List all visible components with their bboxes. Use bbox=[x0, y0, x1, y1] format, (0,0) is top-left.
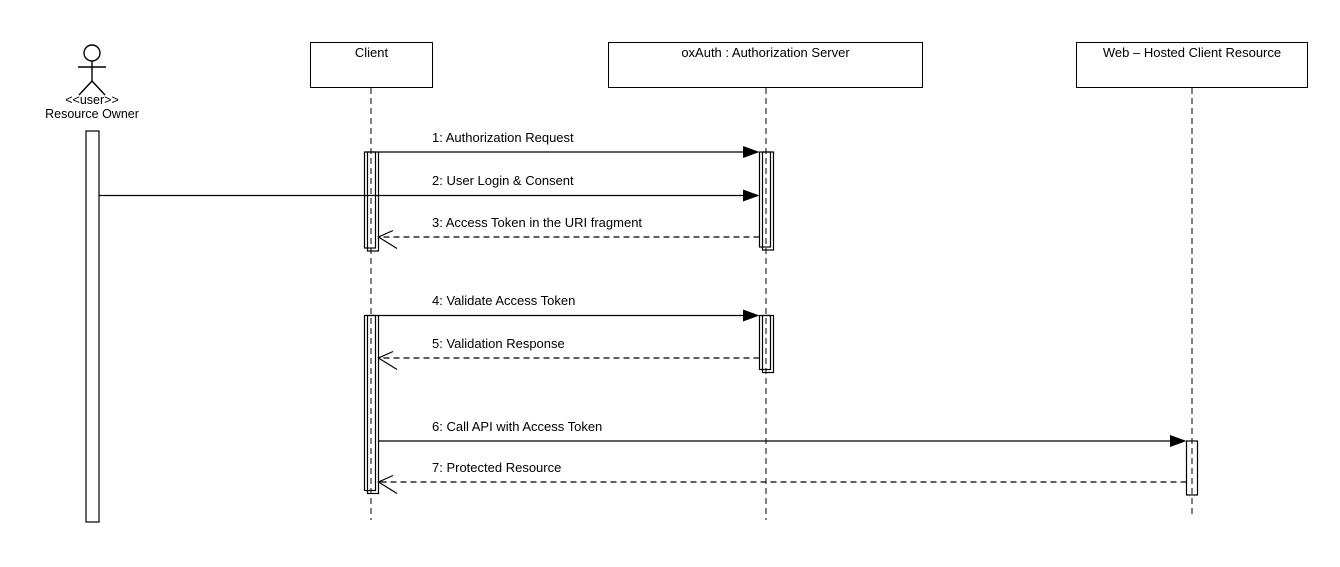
message-7-label: 7: Protected Resource bbox=[432, 460, 562, 475]
activation-client-1-outer bbox=[363, 151, 377, 249]
actor-label-resource-owner: Resource Owner bbox=[45, 107, 139, 121]
participant-label-client: Client bbox=[354, 45, 389, 60]
message-2-arrowhead bbox=[743, 189, 760, 202]
message-1-arrowhead bbox=[743, 146, 760, 158]
activation-auth-2-outer bbox=[758, 314, 772, 371]
message-3-label: 3: Access Token in the URI fragment bbox=[432, 215, 643, 230]
message-4-arrowhead bbox=[743, 309, 760, 322]
participant-box-client: Client bbox=[310, 42, 433, 88]
activation-auth-1-inner bbox=[761, 151, 775, 251]
activation-client-2-inner bbox=[366, 314, 380, 495]
message-6-arrowhead bbox=[1170, 435, 1187, 447]
message-4-label: 4: Validate Access Token bbox=[432, 293, 576, 308]
message-7-return-arrowhead bbox=[377, 474, 398, 495]
participant-label-web-resource: Web – Hosted Client Resource bbox=[1102, 45, 1282, 60]
message-6-label: 6: Call API with Access Token bbox=[432, 419, 603, 434]
activation-web-resource bbox=[1185, 440, 1199, 496]
message-1-label: 1: Authorization Request bbox=[432, 130, 574, 145]
activation-auth-2-inner bbox=[761, 314, 775, 374]
activation-auth-1-outer bbox=[758, 151, 772, 248]
participant-box-web-resource: Web – Hosted Client Resource bbox=[1076, 42, 1308, 88]
activation-resource-owner bbox=[85, 130, 100, 523]
activation-client-1-inner bbox=[366, 151, 380, 252]
activation-client-2-outer bbox=[363, 314, 377, 492]
participant-box-auth-server: oxAuth : Authorization Server bbox=[608, 42, 923, 88]
message-2-label: 2: User Login & Consent bbox=[432, 173, 574, 188]
actor-icon bbox=[78, 44, 106, 96]
message-3-return-arrowhead bbox=[377, 229, 398, 250]
message-5-label: 5: Validation Response bbox=[432, 336, 565, 351]
participant-label-auth-server: oxAuth : Authorization Server bbox=[681, 45, 850, 60]
actor-stereotype: <<user>> bbox=[65, 93, 119, 107]
message-5-return-arrowhead bbox=[377, 350, 398, 371]
